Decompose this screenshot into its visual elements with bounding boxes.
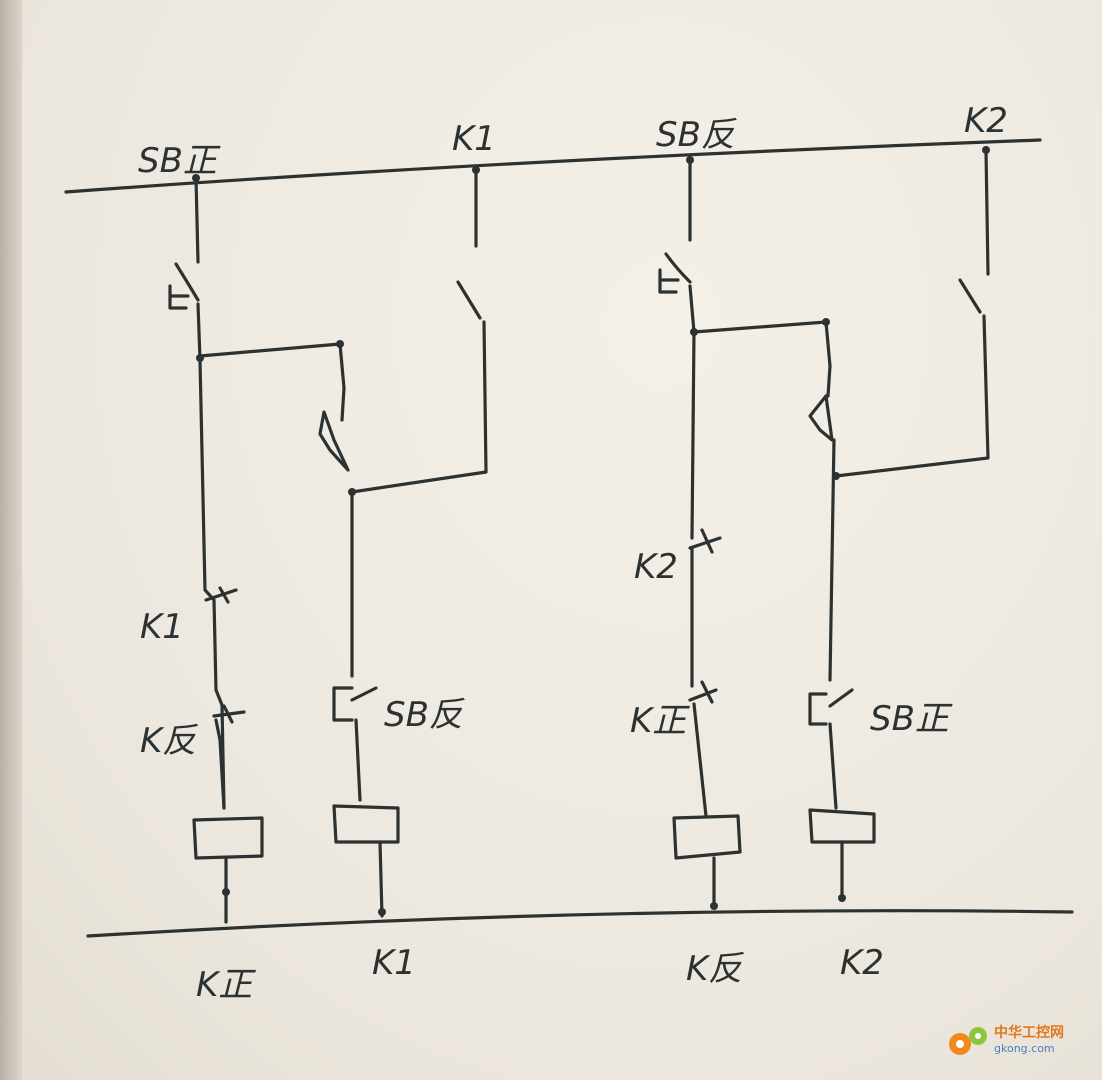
- junction-dots: [192, 146, 990, 916]
- branch-sb-reverse: [658, 158, 832, 910]
- watermark-logo: 中华工控网 gkong.com: [944, 1020, 1084, 1064]
- branch-k1-hold: [350, 170, 488, 494]
- watermark-url: gkong.com: [994, 1042, 1055, 1055]
- bottom-rail: [86, 909, 1074, 938]
- paper-edge-shadow: [0, 0, 22, 1080]
- label-coil-k-forward: K正: [196, 965, 256, 1005]
- label-sb-reverse-contact: SB反: [384, 695, 465, 735]
- label-k1-interlock: K1: [140, 607, 184, 647]
- label-sb-forward-top: SB正: [138, 141, 221, 181]
- branch-sb-reverse-left: [318, 386, 400, 918]
- branch-sb-forward-right: [808, 364, 876, 902]
- gear-icon: [949, 1027, 987, 1055]
- label-coil-k1: K1: [372, 943, 416, 983]
- branch-sb-forward: [168, 176, 346, 924]
- label-k2-top: K2: [964, 101, 1008, 141]
- label-k1-top: K1: [452, 119, 496, 159]
- label-coil-k-reverse: K反: [686, 949, 744, 989]
- label-k2-interlock: K2: [634, 547, 678, 587]
- label-sb-forward-contact: SB正: [870, 699, 953, 739]
- label-k-forward-contact: K正: [630, 701, 690, 741]
- label-k-reverse-contact: K反: [140, 721, 198, 761]
- label-sb-reverse-top: SB反: [656, 115, 737, 155]
- watermark-name: 中华工控网: [994, 1025, 1064, 1041]
- branch-k2-hold: [834, 148, 990, 478]
- label-coil-k2: K2: [840, 943, 884, 983]
